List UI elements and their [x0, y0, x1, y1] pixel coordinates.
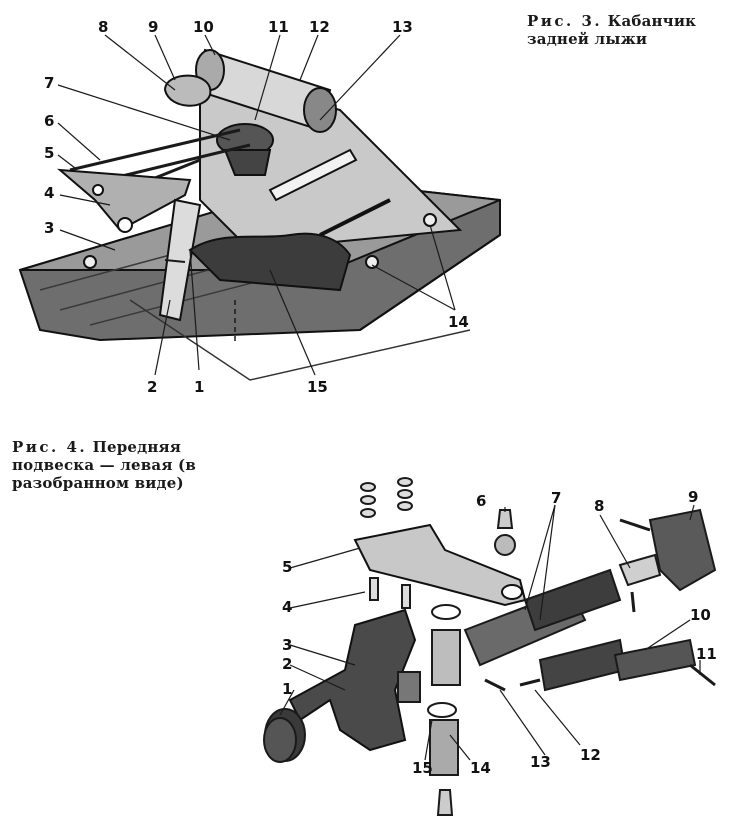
- tube-assembly-7: [463, 568, 622, 667]
- fig3-label-8: 8: [98, 18, 108, 36]
- figure-4-caption-prefix: Рис. 4.: [12, 438, 88, 456]
- fig4-label-11: 11: [696, 645, 717, 663]
- fig4-label-6: 6: [476, 492, 486, 510]
- figure-4-illustration: [263, 477, 717, 816]
- shock-absorber-10: [538, 638, 716, 692]
- fig3-label-5: 5: [44, 144, 54, 162]
- bolt: [369, 577, 379, 601]
- fig4-label-14: 14: [470, 759, 491, 777]
- hook: [163, 74, 212, 107]
- end-cap: [263, 708, 306, 763]
- hub-housing: [288, 608, 417, 752]
- fig3-label-15: 15: [307, 378, 328, 396]
- bushing: [431, 629, 461, 686]
- fig4-label-8: 8: [594, 497, 604, 515]
- figure-4-caption-text: Передняя подвеска — левая (в разобранном…: [12, 438, 196, 492]
- fig4-label-1: 1: [282, 680, 292, 698]
- fig4-label-10: 10: [690, 606, 711, 624]
- fig4-label-12: 12: [580, 746, 601, 764]
- mounting-bracket: [648, 508, 717, 592]
- clamp: [618, 553, 662, 587]
- bolt-with-ball: [494, 509, 516, 556]
- bolt: [83, 255, 97, 269]
- spring-assembly: [216, 123, 274, 176]
- fig3-label-2: 2: [147, 378, 157, 396]
- rubber-buffer: [188, 232, 352, 292]
- bushing-lower: [429, 719, 459, 776]
- fig3-label-13: 13: [392, 18, 413, 36]
- fig4-label-4: 4: [282, 598, 292, 616]
- figure-3-labels: 1 2 3 4 5 6 7 8 9 10 11 12 13 14 15: [44, 18, 469, 396]
- pin: [519, 678, 541, 687]
- figure-4-caption: Рис. 4. Передняя подвеска — левая (в раз…: [12, 438, 247, 492]
- shock-absorber: [158, 198, 202, 322]
- fig4-label-13: 13: [530, 753, 551, 771]
- bolt: [401, 584, 411, 609]
- fig4-label-5: 5: [282, 558, 292, 576]
- figure-3-caption-prefix: Рис. 3.: [527, 12, 603, 30]
- fig3-label-12: 12: [309, 18, 330, 36]
- figure-3-leaders: [57, 34, 456, 376]
- fig3-label-4: 4: [44, 184, 54, 202]
- figure-3-caption: Рис. 3. Кабанчик задней лыжи: [527, 12, 742, 48]
- front-lever: [57, 168, 192, 233]
- fig3-label-6: 6: [44, 112, 54, 130]
- bolt: [423, 213, 437, 227]
- figure-3-caption-text: Кабанчик задней лыжи: [527, 12, 697, 48]
- fig4-label-15: 15: [412, 759, 433, 777]
- fig3-label-9: 9: [148, 18, 158, 36]
- pin: [484, 678, 506, 692]
- figure-3-illustration: [18, 34, 501, 381]
- top-roller: [193, 48, 337, 133]
- figure-4-labels: 1 2 3 4 5 6 7 8 9 10 11 12 13 14 15: [282, 488, 717, 777]
- fig3-label-7: 7: [44, 74, 54, 92]
- fig4-label-7: 7: [551, 489, 561, 507]
- nut-stacks: [360, 477, 413, 518]
- bolt: [365, 255, 379, 269]
- figure-4-leaders: [279, 504, 701, 761]
- fig3-label-14: 14: [448, 313, 469, 331]
- fig4-label-9: 9: [688, 488, 698, 506]
- fig3-label-3: 3: [44, 219, 54, 237]
- fig4-label-3: 3: [282, 636, 292, 654]
- fig3-label-11: 11: [268, 18, 289, 36]
- fig4-label-2: 2: [282, 655, 292, 673]
- fig3-label-1: 1: [194, 378, 204, 396]
- fig3-label-10: 10: [193, 18, 214, 36]
- bushing: [397, 671, 421, 703]
